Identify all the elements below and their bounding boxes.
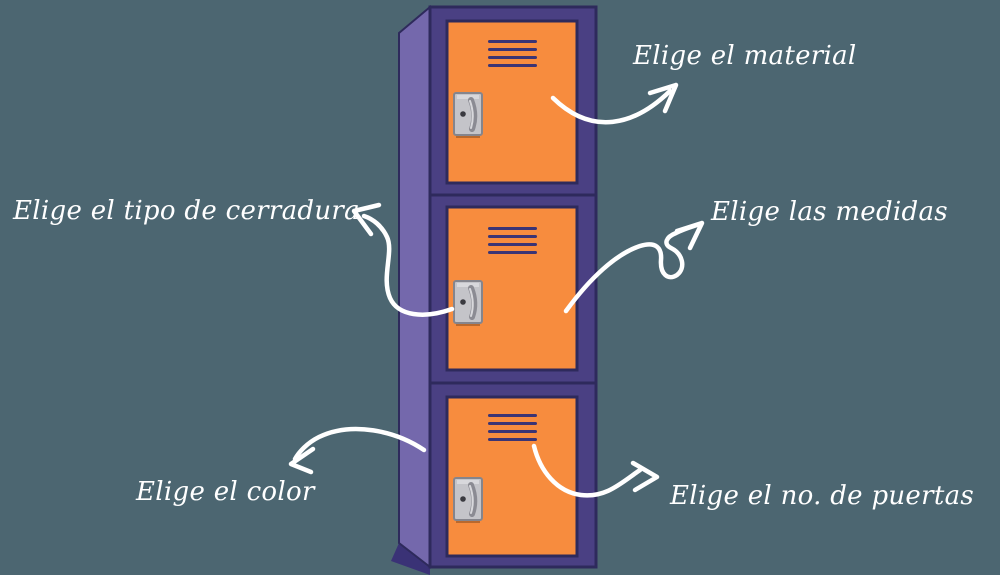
- locker-door-middle: [445, 205, 579, 372]
- locker-side-panel: [398, 4, 431, 570]
- arrow-measurements: [563, 220, 705, 314]
- locker-base-shadow: [391, 543, 430, 575]
- vent-slats: [488, 40, 537, 67]
- lock-handle: [453, 477, 483, 523]
- annotation-arrows: [288, 82, 705, 498]
- arrow-lock-type: [351, 202, 455, 317]
- label-door-count: Elige el no. de puertas: [670, 481, 975, 511]
- label-color: Elige el color: [136, 477, 315, 507]
- label-measurements: Elige las medidas: [711, 197, 948, 227]
- arrow-material: [550, 82, 679, 125]
- door-panel: [445, 395, 579, 558]
- vent-slats: [488, 227, 537, 254]
- arrow-color: [288, 426, 427, 475]
- locker-door-bottom: [445, 395, 579, 558]
- label-lock-type: Elige el tipo de cerradura: [13, 196, 360, 226]
- vent-slats: [488, 414, 537, 441]
- lock-handle: [453, 92, 483, 138]
- label-material: Elige el material: [633, 41, 857, 71]
- arrow-door-count: [531, 443, 660, 498]
- lock-handle: [453, 280, 483, 326]
